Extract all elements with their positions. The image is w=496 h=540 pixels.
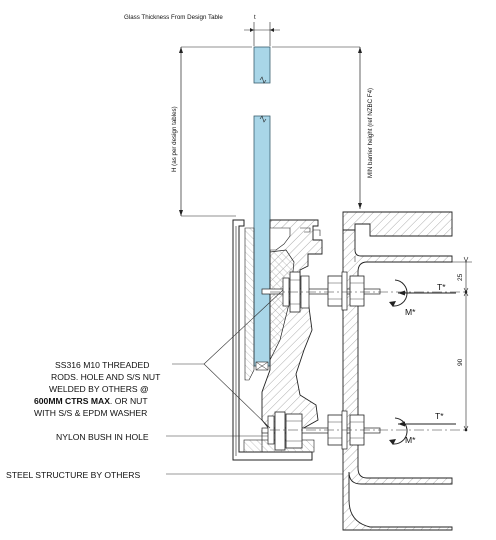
h-dimension: H (as per design tables) bbox=[171, 46, 252, 217]
upper-t-label: T* bbox=[437, 282, 446, 292]
rod-note-line5: WITH S/S & EPDM WASHER bbox=[34, 408, 147, 418]
rod-centerlines bbox=[270, 291, 468, 431]
rod-note-line3a: WELDED BY OTHERS bbox=[49, 384, 140, 394]
nylon-bush-note: NYLON BUSH IN HOLE bbox=[56, 432, 149, 442]
leader-lines bbox=[166, 289, 343, 475]
rod-note-line4a: 600MM CTRS MAX bbox=[34, 396, 110, 406]
steel-structure-note: STEEL STRUCTURE BY OTHERS bbox=[6, 470, 140, 480]
steel-structure bbox=[342, 211, 453, 531]
aluminium-channel bbox=[232, 219, 323, 461]
rod-note: SS316 M10 THREADED RODS. HOLE AND S/S NU… bbox=[34, 360, 161, 418]
dim-spacing-90: 90 bbox=[457, 358, 464, 366]
dim-top-25: 25 bbox=[457, 273, 464, 281]
thickness-symbol: t bbox=[254, 14, 256, 21]
lower-loads: T* M* bbox=[389, 411, 456, 445]
lower-t-label: T* bbox=[435, 411, 444, 421]
rod-note-line1: SS316 M10 THREADED bbox=[55, 360, 149, 370]
rod-note-line2: RODS. HOLE AND S/S NUT bbox=[51, 372, 161, 382]
lower-m-label: M* bbox=[405, 435, 416, 445]
min-barrier-label: MIN barrier height (ref NZBC F4) bbox=[367, 88, 374, 178]
rod-note-line3: WELDED BY OTHERS @ bbox=[49, 384, 148, 394]
rod-spacing-dimensions: 25 90 bbox=[452, 256, 472, 432]
glass-thickness-callout: Glass Thickness From Design Table t bbox=[124, 14, 280, 46]
upper-m-label: M* bbox=[405, 307, 416, 317]
rod-note-line3b: @ bbox=[140, 384, 148, 394]
min-barrier-dimension: MIN barrier height (ref NZBC F4) bbox=[272, 46, 374, 209]
rod-note-line4b: . OR NUT bbox=[110, 396, 148, 406]
h-label: H (as per design tables) bbox=[171, 106, 178, 172]
glass-thickness-label: Glass Thickness From Design Table bbox=[124, 14, 223, 21]
rod-note-line4: 600MM CTRS MAX. OR NUT bbox=[34, 396, 148, 406]
lower-rod-fixing bbox=[261, 410, 381, 451]
upper-loads: T* M* bbox=[389, 279, 456, 317]
glass-panel bbox=[253, 46, 271, 371]
